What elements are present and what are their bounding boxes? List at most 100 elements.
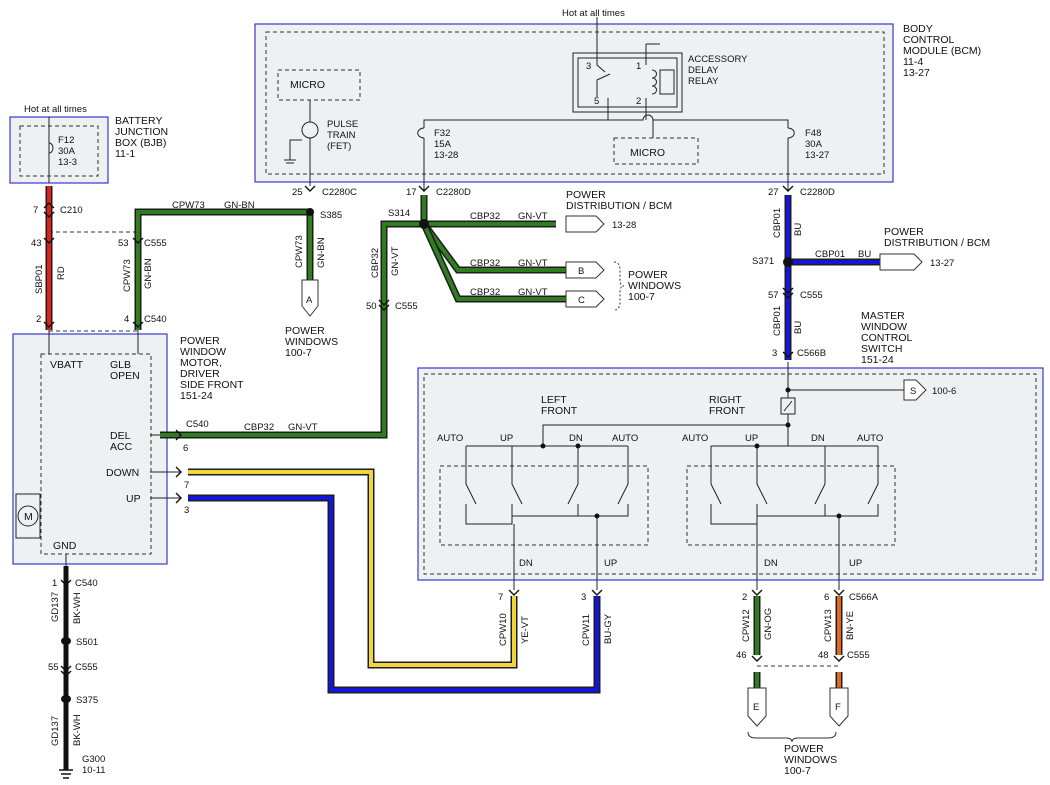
offpage-pd-13-28[interactable] (565, 215, 605, 233)
svg-text:POWER: POWER (784, 743, 824, 755)
svg-text:25: 25 (292, 187, 303, 198)
svg-text:2: 2 (636, 96, 641, 107)
splices (61, 208, 842, 703)
svg-text:B: B (578, 266, 584, 277)
svg-text:3: 3 (184, 505, 189, 516)
svg-text:17: 17 (406, 187, 417, 198)
bjb-inner (19, 125, 99, 177)
hot-label-bjb: Hot at all times (24, 104, 87, 115)
svg-text:BK-WH: BK-WH (72, 592, 83, 624)
right-front-switch-box (686, 465, 896, 546)
svg-text:POWER: POWER (566, 189, 606, 201)
svg-text:SWITCH: SWITCH (861, 343, 902, 355)
svg-text:WINDOWS: WINDOWS (285, 336, 338, 348)
svg-text:BU: BU (858, 249, 871, 260)
svg-text:CONTROL: CONTROL (903, 34, 954, 46)
offpage-A[interactable] (301, 279, 319, 317)
hot-label-bcm: Hot at all times (562, 8, 625, 19)
offpage-F[interactable] (829, 687, 849, 727)
svg-text:BU-GY: BU-GY (603, 613, 614, 644)
svg-text:2: 2 (742, 592, 747, 603)
svg-text:C566A: C566A (849, 592, 879, 603)
svg-text:UP: UP (126, 493, 141, 505)
svg-text:DN: DN (569, 433, 583, 444)
svg-text:30A: 30A (805, 139, 823, 150)
svg-text:TRAIN: TRAIN (327, 130, 356, 141)
svg-text:FRONT: FRONT (709, 405, 746, 417)
bcm-border (254, 23, 894, 183)
wire-cbp32-gnvt (160, 195, 566, 439)
svg-text:WINDOW: WINDOW (180, 346, 226, 358)
svg-text:UP: UP (745, 433, 758, 444)
bjb-border (9, 116, 109, 184)
power-window-motor (12, 333, 168, 565)
svg-text:S385: S385 (320, 210, 342, 221)
svg-text:13-3: 13-3 (58, 157, 77, 168)
svg-text:C540: C540 (144, 314, 167, 325)
svg-text:100-7: 100-7 (285, 347, 312, 359)
svg-text:GLB: GLB (110, 359, 131, 371)
svg-text:S314: S314 (388, 208, 410, 219)
splice-s371 (783, 257, 793, 267)
svg-text:MOTOR,: MOTOR, (180, 357, 222, 369)
svg-text:DN: DN (811, 433, 825, 444)
svg-text:YE-VT: YE-VT (520, 616, 531, 644)
wire-cpw73-gnbn (134, 208, 314, 330)
svg-text:CBP01: CBP01 (815, 249, 845, 260)
connector-pins (43, 185, 845, 677)
svg-text:CPW73: CPW73 (172, 200, 205, 211)
svg-text:BU: BU (793, 223, 804, 236)
svg-text:F48: F48 (805, 128, 821, 139)
svg-text:C2280D: C2280D (800, 187, 835, 198)
svg-text:DRIVER: DRIVER (180, 368, 220, 380)
svg-text:30A: 30A (58, 146, 76, 157)
svg-text:GND: GND (53, 540, 77, 552)
svg-text:MASTER: MASTER (861, 310, 905, 322)
svg-text:S375: S375 (76, 695, 98, 706)
svg-text:C555: C555 (144, 238, 167, 249)
svg-text:UP: UP (849, 558, 862, 569)
svg-text:MICRO: MICRO (630, 147, 665, 159)
master-window-switch (417, 367, 1044, 581)
svg-text:C2280C: C2280C (322, 187, 357, 198)
offpage-E[interactable] (747, 687, 767, 727)
svg-text:C566B: C566B (797, 348, 826, 359)
svg-text:55: 55 (48, 662, 59, 673)
svg-text:ACC: ACC (110, 441, 133, 453)
svg-text:POWER: POWER (884, 226, 924, 238)
offpage-S[interactable] (903, 379, 927, 401)
svg-text:CPW73: CPW73 (122, 259, 133, 292)
svg-text:3: 3 (581, 592, 586, 603)
svg-text:7: 7 (498, 592, 503, 603)
svg-text:(FET): (FET) (327, 141, 351, 152)
svg-text:DN: DN (519, 558, 533, 569)
svg-text:GN-BN: GN-BN (143, 258, 154, 289)
svg-text:11-1: 11-1 (115, 148, 135, 160)
svg-text:WINDOWS: WINDOWS (784, 754, 837, 766)
motor-border (12, 333, 168, 565)
svg-text:GN-OG: GN-OG (763, 608, 774, 640)
battery-junction-box (9, 116, 109, 184)
svg-text:UP: UP (604, 558, 617, 569)
svg-text:CBP32: CBP32 (470, 287, 500, 298)
svg-text:CBP01: CBP01 (772, 208, 783, 238)
svg-text:7: 7 (184, 480, 189, 491)
svg-text:48: 48 (818, 650, 829, 661)
svg-text:CPW73: CPW73 (294, 235, 305, 268)
svg-text:7: 7 (33, 205, 38, 216)
svg-text:CPW13: CPW13 (823, 609, 834, 642)
svg-text:MICRO: MICRO (290, 79, 325, 91)
svg-text:151-24: 151-24 (861, 354, 894, 366)
svg-text:50: 50 (366, 301, 377, 312)
svg-text:WINDOW: WINDOW (861, 321, 907, 333)
offpage-connectors (301, 215, 927, 727)
offpage-pd-13-27[interactable] (879, 253, 923, 271)
svg-text:BU: BU (793, 321, 804, 334)
svg-text:AUTO: AUTO (612, 433, 638, 444)
svg-text:PULSE: PULSE (327, 119, 358, 130)
offpage-B[interactable] (565, 261, 605, 279)
svg-text:SBP01: SBP01 (34, 264, 45, 294)
ground-g300-icon (59, 769, 73, 779)
offpage-C[interactable] (565, 290, 605, 308)
